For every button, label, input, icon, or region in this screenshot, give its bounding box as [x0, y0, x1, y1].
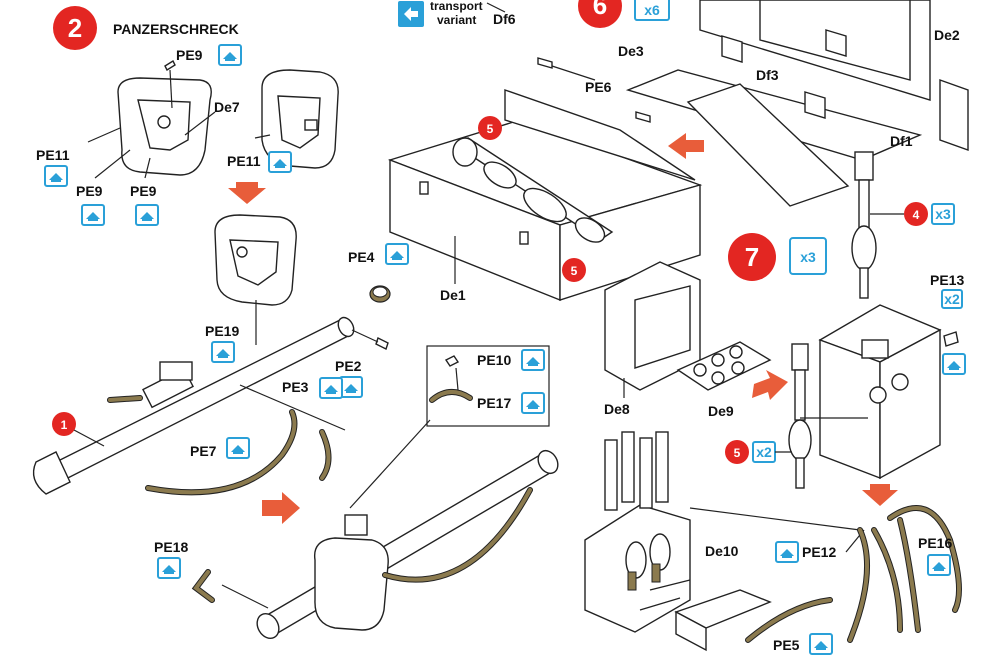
- label-pe11-mid: PE11: [227, 153, 261, 169]
- step-7-badge: [728, 233, 776, 281]
- label-pe19: PE19: [205, 323, 239, 339]
- label-de8: De8: [604, 401, 630, 417]
- step-6-multiplier: x6: [644, 2, 660, 18]
- loaded-rocket-rack: [584, 431, 691, 633]
- df3-brackets: [721, 29, 847, 119]
- crate-de1: [387, 89, 703, 302]
- photo-etch-icon: [211, 341, 235, 363]
- label-pe2: PE2: [335, 358, 362, 374]
- label-pe13: PE13: [930, 272, 964, 288]
- label-pe18: PE18: [154, 539, 188, 555]
- label-pe16: PE16: [918, 535, 952, 551]
- panzerschreck-tube: [32, 316, 355, 495]
- arrow-right-icon: [262, 492, 300, 524]
- sub-step-4-number: 4: [913, 208, 920, 222]
- sub-step-5b-number: 5: [571, 264, 578, 278]
- photo-etch-icon: [157, 557, 181, 579]
- photo-etch-icon: [775, 541, 799, 563]
- label-pe6: PE6: [585, 79, 612, 95]
- label-pe9-top: PE9: [176, 47, 203, 63]
- label-pe17: PE17: [477, 395, 511, 411]
- label-pe12: PE12: [802, 544, 836, 560]
- sub-step-1-number: 1: [61, 418, 68, 432]
- step-7-number: 7: [745, 242, 759, 272]
- label-pe9-a: PE9: [76, 183, 103, 199]
- label-pe4: PE4: [348, 249, 375, 265]
- label-de2: De2: [934, 27, 960, 43]
- transport-label-line1: transport: [430, 0, 483, 13]
- shield-plate-de7: [117, 77, 212, 176]
- label-pe7: PE7: [190, 443, 217, 459]
- photo-etch-icon: [927, 554, 951, 576]
- sub-step-5b-badge: [562, 258, 586, 282]
- step-7-multiplier: x3: [800, 249, 816, 265]
- photo-etch-icon: [226, 437, 250, 459]
- photo-etch-icon: [521, 392, 545, 414]
- photo-etch-icon: [385, 243, 409, 265]
- lid-de3: [625, 69, 923, 207]
- label-de3: De3: [618, 43, 644, 59]
- label-df1: Df1: [890, 133, 913, 149]
- rocket-part-5: [788, 343, 812, 489]
- rocket-part-4: [851, 151, 877, 299]
- strap-pe7: [146, 410, 297, 495]
- detail-inset-box: [426, 345, 550, 427]
- label-pe5: PE5: [773, 637, 800, 653]
- label-pe10: PE10: [477, 352, 511, 368]
- strap-pe5: [746, 598, 832, 642]
- arrow-left-icon: [668, 133, 704, 159]
- arrow-diagonal-icon: [752, 370, 788, 400]
- panzerschreck-assembled: [256, 449, 559, 640]
- label-pe9-b: PE9: [130, 183, 157, 199]
- step-2-title: PANZERSCHRECK: [113, 21, 239, 37]
- strap-pe16: [888, 506, 961, 612]
- label-de1: De1: [440, 287, 466, 303]
- label-pe3: PE3: [282, 379, 309, 395]
- sub-step-5a-badge: [478, 116, 502, 140]
- multiplier-pe13: x2: [944, 291, 960, 307]
- sub-step-1-badge: [52, 412, 76, 436]
- sub-step-4-badge: [904, 202, 928, 226]
- step-6-badge: [578, 0, 622, 28]
- shield-plate-right: [261, 69, 339, 169]
- photo-etch-icon: [135, 204, 159, 226]
- label-de9: De9: [708, 403, 734, 419]
- label-pe11-left: PE11: [36, 147, 70, 163]
- sub-step-5a-number: 5: [487, 122, 494, 136]
- label-de10: De10: [705, 543, 739, 559]
- photo-etch-icon: [319, 377, 343, 399]
- photo-etch-icon: [521, 349, 545, 371]
- label-de7: De7: [214, 99, 240, 115]
- photo-etch-icon: [218, 44, 242, 66]
- arrow-down-icon: [862, 484, 898, 506]
- multiplier-5: x2: [756, 444, 772, 460]
- label-df3: Df3: [756, 67, 779, 83]
- step-2-badge: [53, 6, 97, 50]
- panel-df1: [939, 79, 969, 151]
- sub-step-5c-badge: [725, 440, 749, 464]
- rocket-holder-box: [818, 304, 942, 480]
- part-df6: Df6: [493, 11, 516, 27]
- rack-de8: [604, 261, 701, 391]
- pe4-ring: [369, 285, 391, 303]
- photo-etch-icon: [268, 151, 292, 173]
- sub-step-5c-number: 5: [734, 446, 741, 460]
- shield-plate-assembled: [214, 214, 297, 306]
- strap-pe12: [848, 528, 870, 642]
- photo-etch-icon: [339, 376, 363, 398]
- step-6-number: 6: [593, 0, 607, 20]
- arrow-down-icon: [228, 182, 266, 204]
- rocket-warheads: [452, 137, 614, 243]
- holder-de10: [674, 589, 772, 652]
- transport-label-line2: variant: [437, 13, 476, 27]
- step-2-number: 2: [68, 13, 82, 43]
- photo-etch-icon: [942, 353, 966, 375]
- photo-etch-icon: [809, 633, 833, 655]
- multiplier-4: x3: [935, 206, 951, 222]
- photo-etch-icon: [81, 204, 105, 226]
- photo-etch-icon: [44, 165, 68, 187]
- tray-de9: [676, 341, 772, 391]
